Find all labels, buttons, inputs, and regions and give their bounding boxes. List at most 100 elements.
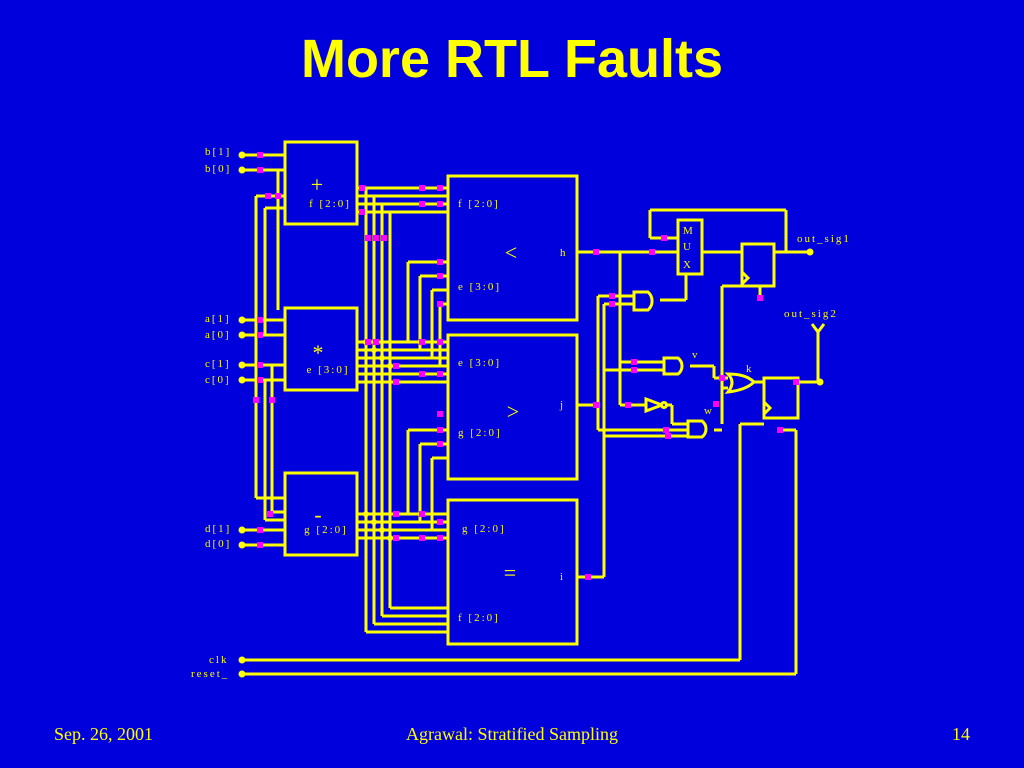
connection-pin <box>437 535 443 541</box>
connection-pin <box>593 402 599 408</box>
connection-pin <box>419 201 425 207</box>
label-clk: clk <box>209 654 228 666</box>
lt-op: < <box>505 240 517 265</box>
gates <box>632 218 800 439</box>
label-d1: d[1] <box>205 523 231 535</box>
pins <box>253 152 799 580</box>
footer-page-number: 14 <box>952 724 970 744</box>
label-net-k: k <box>746 363 754 375</box>
connection-pin <box>419 371 425 377</box>
connection-pin <box>257 167 263 173</box>
connection-pin <box>359 185 365 191</box>
connection-pin <box>257 152 263 158</box>
connection-pin <box>257 527 263 533</box>
slide-title: More RTL Faults <box>300 29 724 89</box>
adder-op: + <box>311 172 323 197</box>
label-out-sig2: out_sig2 <box>784 308 838 320</box>
connection-pin <box>265 193 271 199</box>
connection-pin <box>419 535 425 541</box>
adder-block: + f [2:0] <box>283 140 359 226</box>
subtractor-block: - g [2:0] <box>283 471 359 557</box>
label-net-w: w <box>704 405 714 417</box>
eq-in1-label: g [2:0] <box>462 523 506 535</box>
connection-pin <box>257 377 263 383</box>
multiplier-out-label: e [3:0] <box>306 364 349 376</box>
eq-in2-label: f [2:0] <box>458 612 500 624</box>
inverter <box>644 396 667 414</box>
lt-in1-label: f [2:0] <box>458 198 500 210</box>
signal-labels: b[1] b[0] a[1] a[0] c[1] c[0] d[1] d[0] … <box>191 146 851 680</box>
connection-pin <box>393 379 399 385</box>
and-gate-w <box>686 419 708 439</box>
connection-pin <box>437 201 443 207</box>
connection-pin <box>257 362 263 368</box>
connection-pin <box>257 332 263 338</box>
connection-pin <box>393 363 399 369</box>
clock-reset-wires <box>242 284 798 676</box>
gt-out-label: j <box>559 399 565 411</box>
label-b0: b[0] <box>205 163 231 175</box>
connection-pin <box>437 339 443 345</box>
connection-pin <box>393 511 399 517</box>
connection-pin <box>419 185 425 191</box>
connection-pin <box>625 402 631 408</box>
and-gate-1 <box>632 290 654 312</box>
connection-pin <box>373 339 379 345</box>
connection-pin <box>437 427 443 433</box>
or-gate-k <box>724 372 757 394</box>
connection-pin <box>359 209 365 215</box>
connection-pin <box>609 301 615 307</box>
footer-date: Sep. 26, 2001 <box>54 724 153 744</box>
multiplier-block: * e [3:0] <box>283 306 359 392</box>
label-out-sig1: out_sig1 <box>797 233 851 245</box>
gt-in1-label: e [3:0] <box>458 357 501 369</box>
connection-pin <box>663 427 669 433</box>
connection-pin <box>437 411 443 417</box>
output-terminals <box>806 248 826 386</box>
input-leads <box>242 153 285 547</box>
connection-pin <box>793 379 799 385</box>
label-b1: b[1] <box>205 146 231 158</box>
connection-pin <box>713 401 719 407</box>
connection-pin <box>253 397 259 403</box>
connection-pin <box>257 542 263 548</box>
gt-op: > <box>507 399 519 424</box>
connection-pin <box>661 235 667 241</box>
adder-out-label: f [2:0] <box>309 198 351 210</box>
label-a1: a[1] <box>205 313 231 325</box>
connection-pin <box>665 433 671 439</box>
connection-pin <box>419 511 425 517</box>
connection-pin <box>757 295 763 301</box>
connection-pin <box>437 441 443 447</box>
connection-pin <box>373 235 379 241</box>
lt-out-label: h <box>560 247 568 259</box>
connection-pin <box>393 535 399 541</box>
connection-pin <box>631 367 637 373</box>
connection-pin <box>419 339 425 345</box>
equal-block: g [2:0] = i f [2:0] <box>446 498 579 646</box>
bus-wires <box>357 186 448 634</box>
greater-than-block: e [3:0] > j g [2:0] <box>446 333 579 481</box>
label-mux-u: U <box>683 241 693 253</box>
label-a0: a[0] <box>205 329 231 341</box>
connection-pin <box>381 235 387 241</box>
eq-out-label: i <box>560 571 565 583</box>
lt-in2-label: e [3:0] <box>458 281 501 293</box>
connection-pin <box>437 519 443 525</box>
flip-flop-2 <box>762 376 800 420</box>
footer-center: Agrawal: Stratified Sampling <box>406 724 618 744</box>
connection-pin <box>437 371 443 377</box>
subtractor-op: - <box>314 502 321 527</box>
connection-pin <box>269 397 275 403</box>
connection-pin <box>267 511 273 517</box>
label-c0: c[0] <box>205 374 231 386</box>
label-mux-x: X <box>683 259 693 271</box>
connection-pin <box>257 317 263 323</box>
label-net-v: v <box>692 349 700 361</box>
label-c1: c[1] <box>205 358 231 370</box>
connection-pin <box>437 273 443 279</box>
less-than-block: f [2:0] < h e [3:0] <box>446 174 579 322</box>
connection-pin <box>275 193 281 199</box>
connection-pin <box>437 185 443 191</box>
